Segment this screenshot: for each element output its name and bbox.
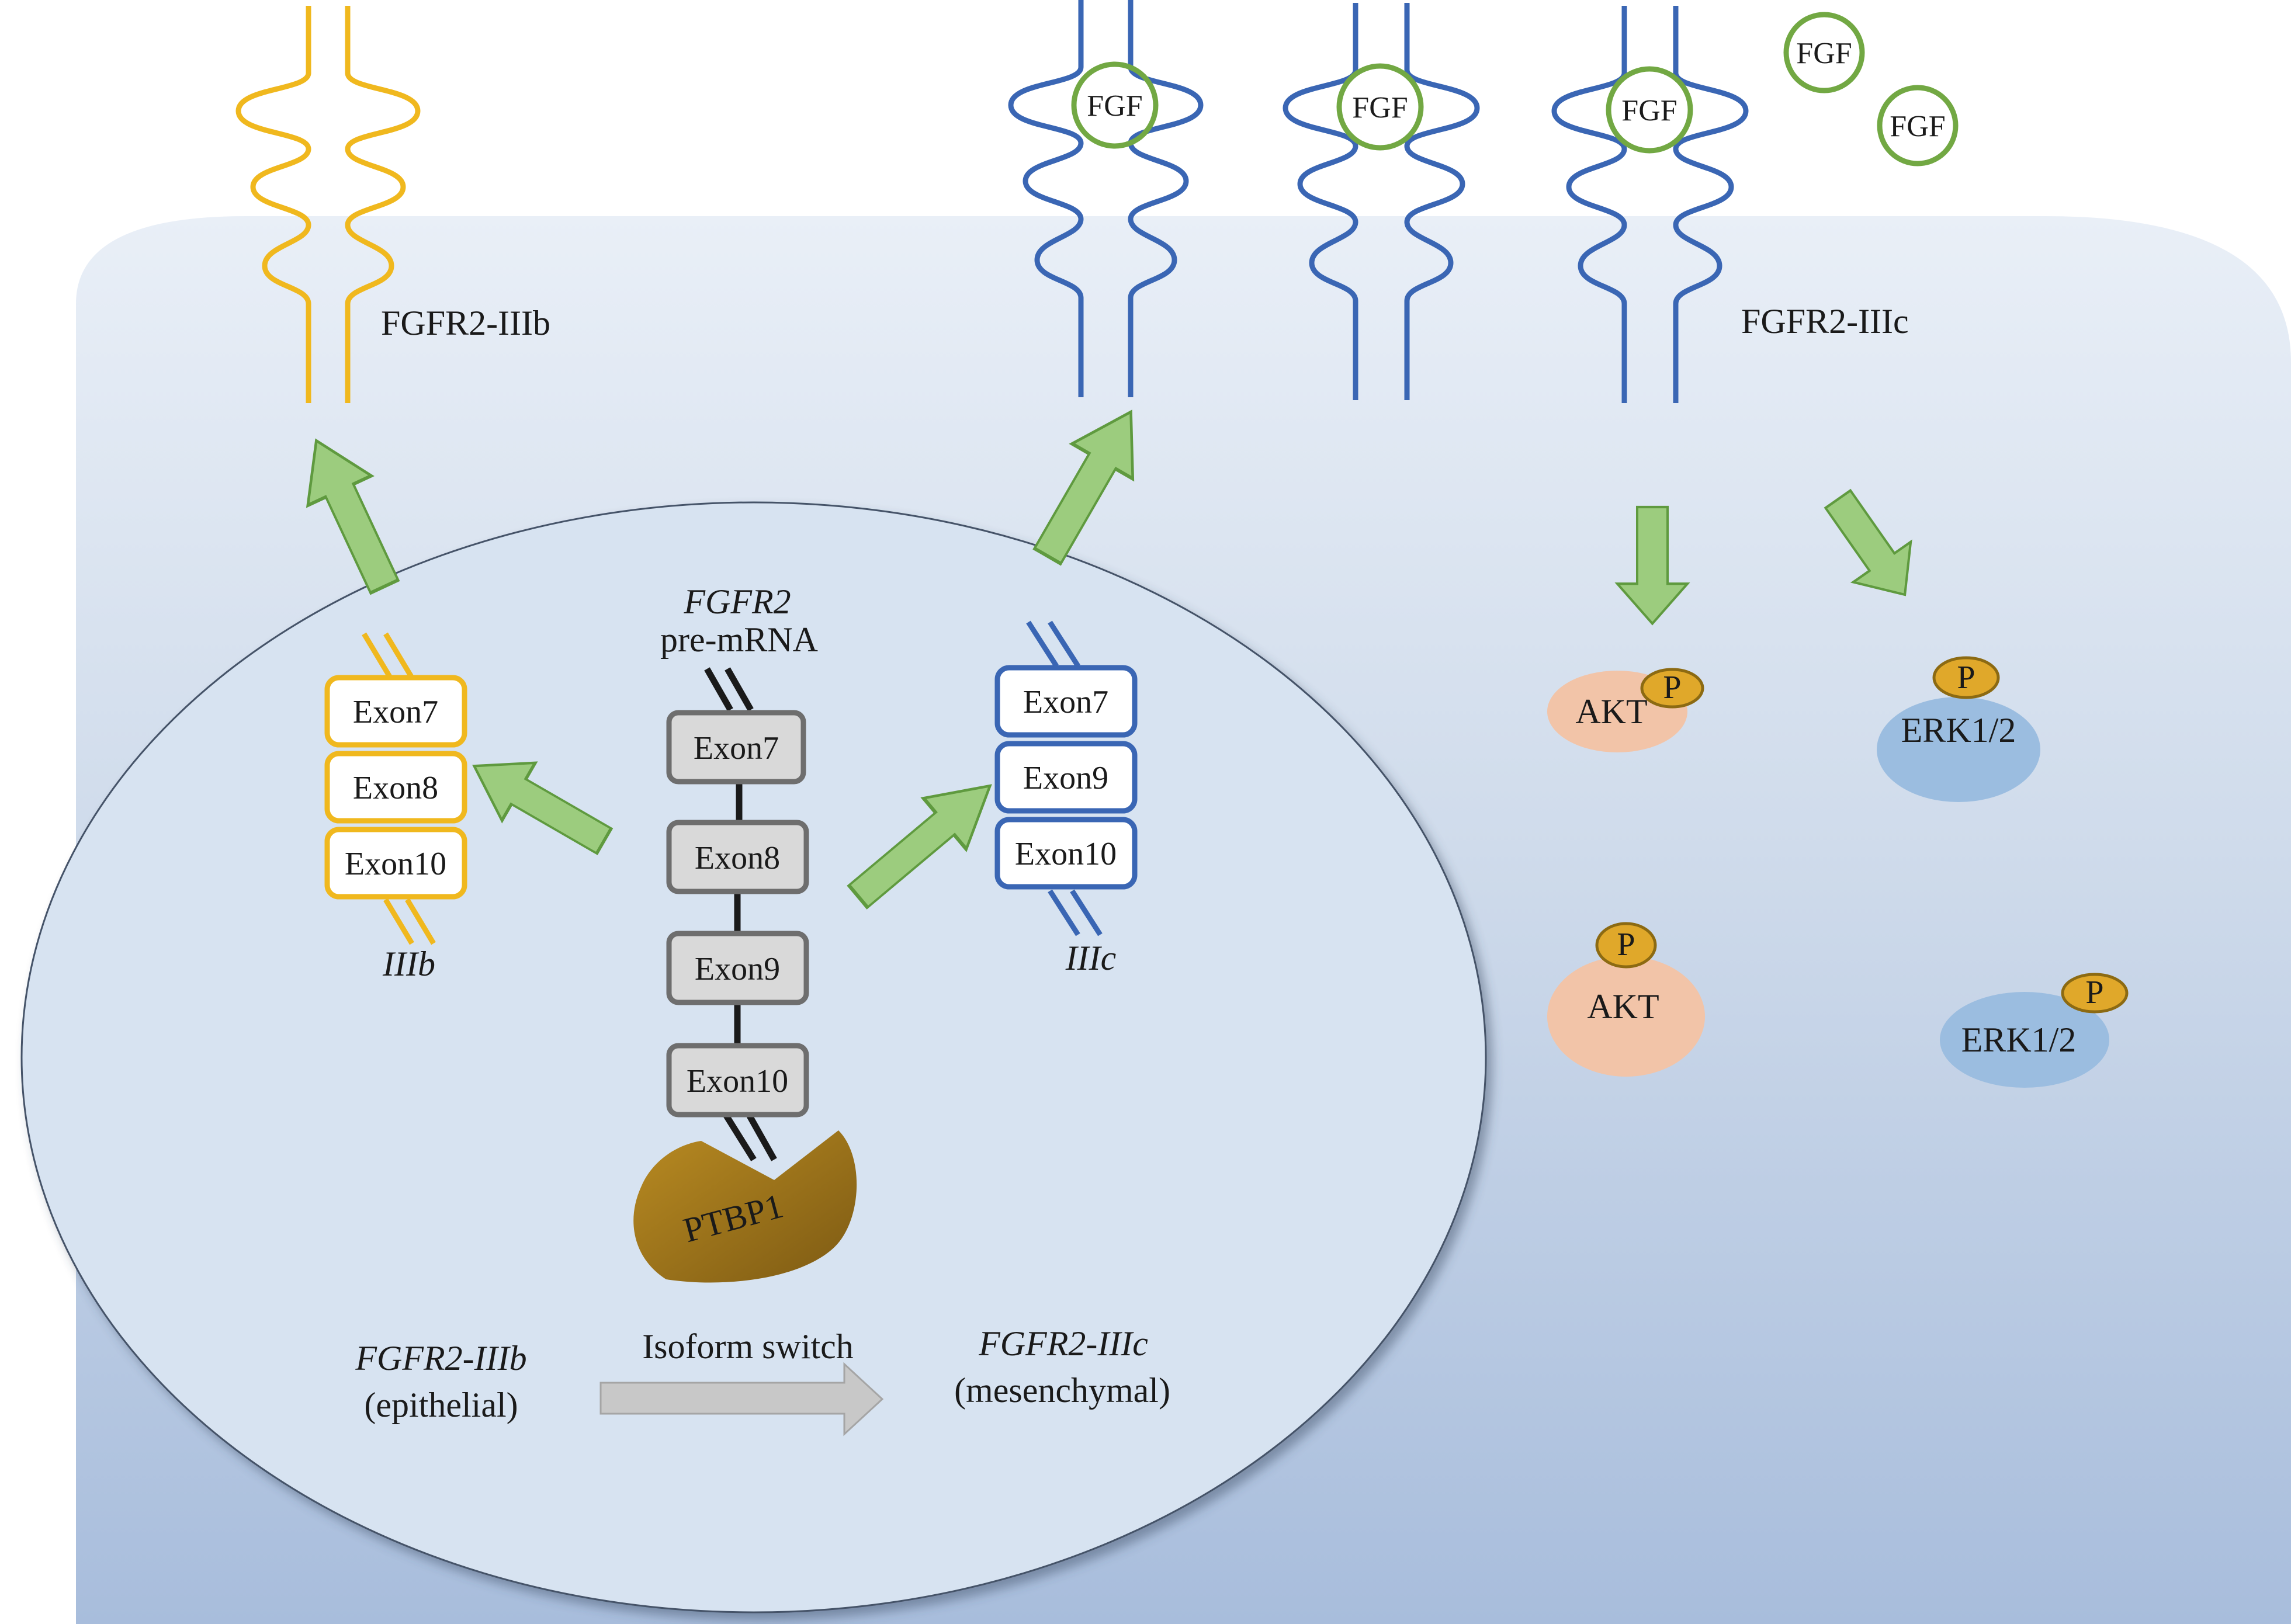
iiib-transcript-label: IIIb xyxy=(382,945,435,983)
pre-mrna-exon-7: Exon7 xyxy=(666,710,806,785)
iiic-exon-9: Exon9 xyxy=(994,741,1138,814)
fgf-ligand-1: FGF xyxy=(1071,61,1159,149)
svg-text:AKT: AKT xyxy=(1575,692,1647,731)
svg-text:Exon10: Exon10 xyxy=(345,846,446,882)
svg-text:Exon10: Exon10 xyxy=(1015,836,1117,872)
svg-text:ERK1/2: ERK1/2 xyxy=(1961,1021,2077,1059)
fgfr2-iiib-label: FGFR2-IIIb xyxy=(381,304,550,342)
svg-text:FGF: FGF xyxy=(1087,89,1142,123)
svg-text:Exon7: Exon7 xyxy=(1023,684,1108,720)
fgf-ligand-4: FGF xyxy=(1783,12,1865,93)
svg-text:Exon8: Exon8 xyxy=(695,840,780,876)
fgfr2-iiic-label: FGFR2-IIIc xyxy=(1741,302,1909,341)
pre-mrna-gene-label: FGFR2 xyxy=(683,582,791,621)
fgf-ligand-5: FGF xyxy=(1877,85,1959,166)
iiib-transcript-strand xyxy=(362,632,436,945)
iiic-isoform-type: (mesenchymal) xyxy=(954,1371,1170,1410)
fgf-ligand-3: FGF xyxy=(1606,66,1693,154)
svg-text:Exon9: Exon9 xyxy=(1023,760,1108,796)
iiic-transcript-label: IIIc xyxy=(1065,939,1117,977)
svg-text:P: P xyxy=(1663,669,1681,706)
svg-text:AKT: AKT xyxy=(1587,987,1659,1026)
iiib-exon-8: Exon8 xyxy=(324,751,467,824)
iiib-exon-10: Exon10 xyxy=(324,827,467,900)
svg-text:ERK1/2: ERK1/2 xyxy=(1901,711,2016,749)
svg-text:FGF: FGF xyxy=(1621,94,1677,127)
svg-text:P: P xyxy=(1957,660,1975,696)
iiib-isoform-name: FGFR2-IIIb xyxy=(355,1339,526,1377)
akt-phosphorylated-1: AKT P xyxy=(1547,668,1704,752)
svg-text:Exon10: Exon10 xyxy=(687,1063,788,1099)
iiib-exon-7: Exon7 xyxy=(324,675,467,748)
svg-text:FGF: FGF xyxy=(1796,37,1852,70)
iiib-isoform-type: (epithelial) xyxy=(364,1386,518,1424)
pre-mrna-strand xyxy=(704,667,777,1161)
pre-mrna-exon-9: Exon9 xyxy=(666,931,809,1005)
pre-mrna-type-label: pre-mRNA xyxy=(660,620,818,659)
svg-text:Exon7: Exon7 xyxy=(694,730,779,766)
iiic-exon-10: Exon10 xyxy=(994,817,1138,890)
erk-phosphorylated-2: ERK1/2 P xyxy=(1940,973,2129,1088)
pre-mrna-exon-8: Exon8 xyxy=(666,820,809,894)
iiic-isoform-name: FGFR2-IIIc xyxy=(978,1324,1148,1363)
ptbp1-protein: PTBP1 xyxy=(633,1130,857,1283)
svg-text:P: P xyxy=(2085,974,2103,1011)
svg-text:Exon7: Exon7 xyxy=(353,694,438,730)
svg-text:FGF: FGF xyxy=(1352,91,1408,124)
erk-phosphorylated-1: ERK1/2 P xyxy=(1877,656,2040,802)
fgf-ligand-2: FGF xyxy=(1336,63,1424,151)
isoform-switch-arrow xyxy=(599,1362,884,1436)
iiic-transcript-strand xyxy=(1026,620,1103,936)
svg-text:P: P xyxy=(1617,926,1635,963)
iiic-exon-7: Exon7 xyxy=(994,665,1138,738)
svg-text:FGF: FGF xyxy=(1890,110,1945,143)
svg-text:Exon9: Exon9 xyxy=(695,951,780,987)
isoform-switch-label: Isoform switch xyxy=(642,1327,854,1366)
svg-text:Exon8: Exon8 xyxy=(353,770,438,806)
pre-mrna-exon-10: Exon10 xyxy=(666,1043,809,1118)
akt-phosphorylated-2: AKT P xyxy=(1547,922,1705,1077)
